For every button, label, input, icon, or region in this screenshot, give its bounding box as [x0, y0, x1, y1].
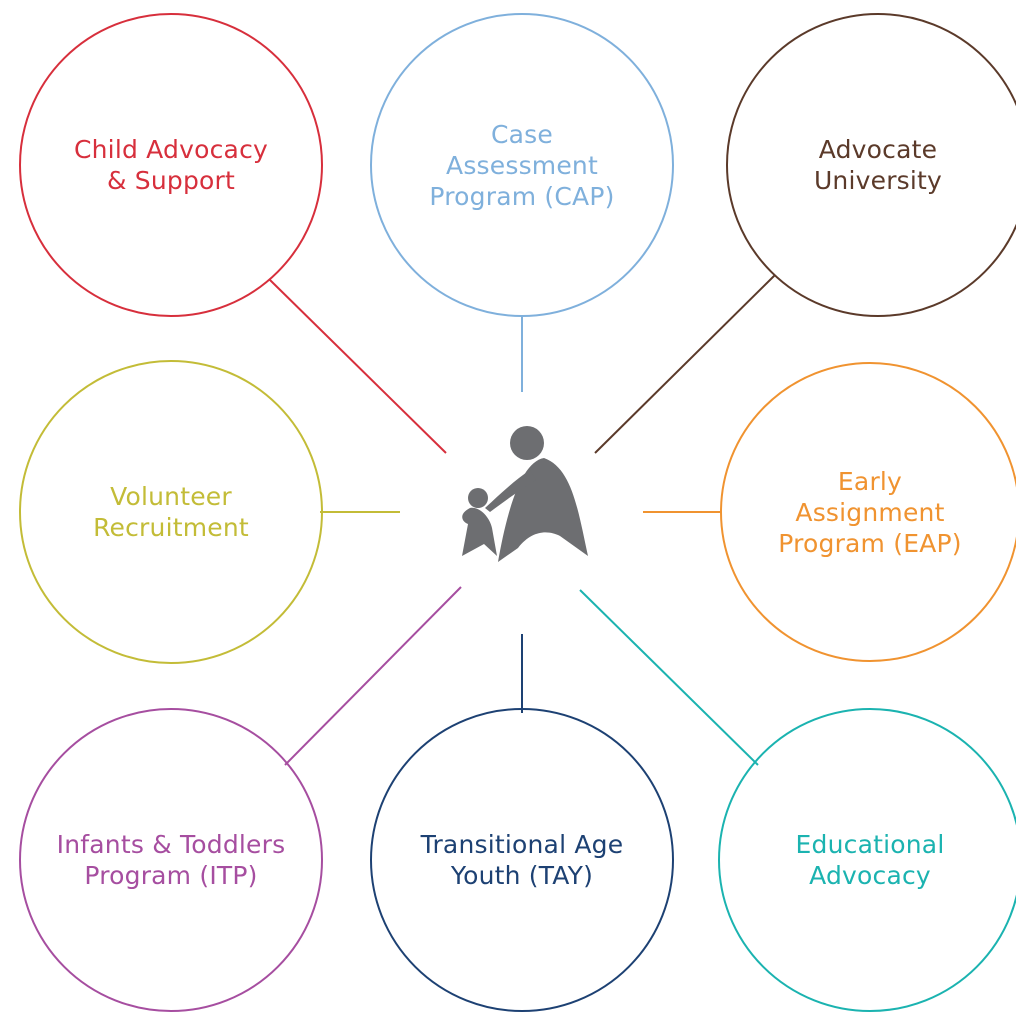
program-circles — [19, 13, 1016, 1012]
circle-volunteer-recruitment — [19, 360, 323, 664]
label-line: Early — [837, 466, 903, 496]
label-line: Program (ITP) — [84, 861, 258, 890]
label-line: Case — [491, 119, 553, 149]
label-line: Assignment — [795, 497, 945, 527]
label-line: Infants & Toddlers — [56, 830, 286, 859]
connector-educational-advocacy — [579, 589, 759, 766]
label-line: Educational — [795, 830, 945, 859]
connector-child-advocacy — [269, 279, 447, 454]
circle-advocate-university — [726, 13, 1016, 317]
circle-child-advocacy — [19, 13, 323, 317]
label-line: Advocacy — [809, 861, 931, 890]
label-line: Transitional Age — [420, 830, 624, 859]
circle-itp — [19, 708, 323, 1012]
label-child-advocacy: Child Advocacy& Support — [28, 14, 315, 316]
label-line: University — [813, 166, 943, 195]
label-line: Program (EAP) — [778, 528, 962, 558]
circle-tay — [370, 708, 674, 1012]
circle-educational-advocacy — [718, 708, 1016, 1012]
label-line: Child Advocacy — [73, 135, 269, 164]
label-line: Assessment — [446, 150, 598, 180]
connector-itp — [284, 586, 462, 766]
adult-child-walking-logo-icon — [462, 426, 588, 562]
circle-cap — [370, 13, 674, 317]
connector-lines — [269, 274, 776, 766]
label-line: Advocate — [818, 135, 938, 164]
label-line: Youth (TAY) — [450, 861, 594, 890]
label-line: Recruitment — [93, 513, 249, 542]
connector-advocate-university — [594, 274, 776, 454]
circle-eap — [720, 362, 1016, 662]
label-line: Program (CAP) — [429, 181, 615, 211]
label-line: Volunteer — [110, 482, 232, 511]
label-line: & Support — [106, 166, 236, 195]
